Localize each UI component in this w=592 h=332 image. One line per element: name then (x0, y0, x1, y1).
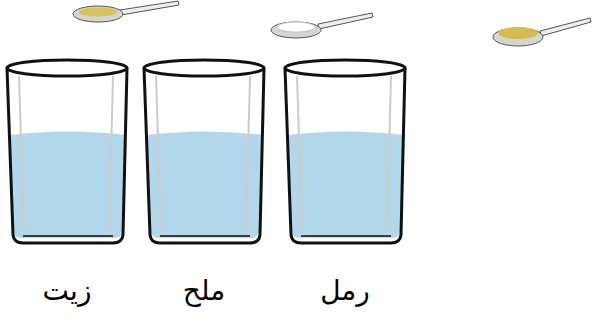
sand-spoon (493, 18, 591, 46)
salt-spoon (271, 13, 373, 38)
substance-label: ملح (183, 274, 225, 308)
substance-label: رمل (320, 274, 370, 308)
beaker (7, 60, 127, 243)
beaker (285, 60, 405, 243)
substance-label: زيت (43, 274, 92, 308)
beaker (144, 60, 264, 243)
oil-spoon (73, 1, 179, 22)
